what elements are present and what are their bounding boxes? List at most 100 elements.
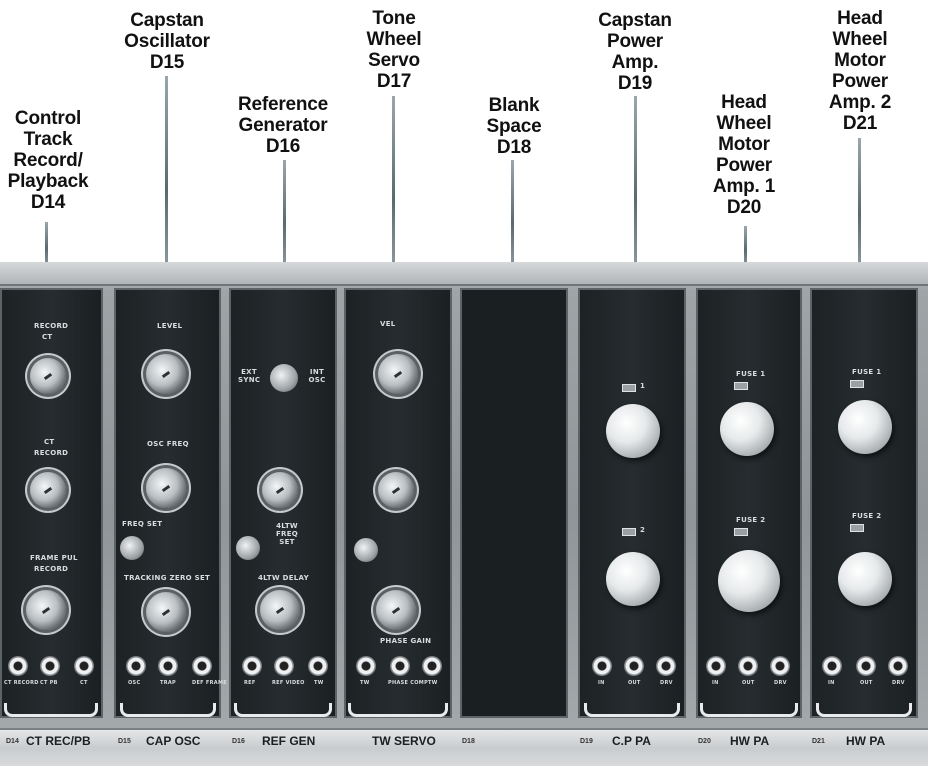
- test-jack-ref-video[interactable]: [274, 656, 294, 676]
- test-jack-in[interactable]: [822, 656, 842, 676]
- panel-label: FREQ SET: [122, 520, 163, 528]
- panel-label: CT: [42, 333, 53, 341]
- caption-line: Wheel: [716, 113, 772, 134]
- panel-label: FRAME PUL: [30, 554, 78, 562]
- jack-label: CT: [80, 680, 88, 686]
- frame-pulse-knob[interactable]: [26, 590, 66, 630]
- test-jack-drv[interactable]: [770, 656, 790, 676]
- caption-line: Record/: [13, 150, 83, 171]
- panel-handle[interactable]: [348, 703, 448, 717]
- caption-line: Reference: [237, 94, 329, 115]
- head-wheel-knob-2[interactable]: [718, 550, 780, 612]
- jack-label: DRV: [660, 680, 673, 686]
- panel-label: TRACKING ZERO SET: [124, 574, 211, 582]
- ct-record-knob[interactable]: [30, 472, 66, 508]
- fuse-lamp-1: [850, 380, 864, 388]
- test-jack-in[interactable]: [592, 656, 612, 676]
- jack-label: CT RECORD: [4, 680, 39, 686]
- test-jack-out[interactable]: [738, 656, 758, 676]
- rack-label-strip: [0, 728, 928, 766]
- tracking-zero-set-knob[interactable]: [146, 592, 186, 632]
- caption-line: Generator: [238, 115, 328, 136]
- slot-label: HW PA: [846, 734, 886, 748]
- panel-label: RECORD: [34, 565, 69, 573]
- caption-line: Motor: [718, 134, 770, 155]
- panel-handle[interactable]: [234, 703, 332, 717]
- fuse-lamp-1: [622, 384, 636, 392]
- test-jack-osc[interactable]: [126, 656, 146, 676]
- test-jack-in[interactable]: [706, 656, 726, 676]
- slot-number: D15: [118, 738, 131, 745]
- panel-handle[interactable]: [584, 703, 680, 717]
- capstan-gain-knob-2[interactable]: [606, 552, 660, 606]
- caption-line: D17: [376, 71, 412, 92]
- slot-label: TW SERVO: [372, 734, 436, 748]
- leader-line-d14: [45, 222, 48, 266]
- ref-freq-knob[interactable]: [262, 472, 298, 508]
- caption-line: Capstan: [598, 10, 672, 31]
- test-jack-tw[interactable]: [308, 656, 328, 676]
- jack-label: TRAP: [160, 680, 176, 686]
- head-wheel-knob-1[interactable]: [838, 400, 892, 454]
- leader-line-d20: [744, 226, 747, 266]
- test-jack-phase-comp[interactable]: [390, 656, 410, 676]
- head-wheel-knob-1[interactable]: [720, 402, 774, 456]
- caption-line: D21: [842, 113, 878, 134]
- capstan-gain-knob-1[interactable]: [606, 404, 660, 458]
- jack-label: TW: [428, 680, 438, 686]
- freq-set-adjust[interactable]: [120, 536, 144, 560]
- caption-line: Track: [23, 129, 73, 150]
- test-jack-ref[interactable]: [242, 656, 262, 676]
- panel-label: VEL: [380, 320, 396, 328]
- test-jack-trap[interactable]: [158, 656, 178, 676]
- velocity-knob[interactable]: [378, 354, 418, 394]
- jack-label: REF: [244, 680, 256, 686]
- slot-label: C.P PA: [612, 734, 651, 748]
- jack-label: IN: [598, 680, 605, 686]
- module-panel-d20: [696, 288, 802, 718]
- 4ltw-delay-knob[interactable]: [260, 590, 300, 630]
- test-jack-drv[interactable]: [888, 656, 908, 676]
- panel-handle[interactable]: [816, 703, 912, 717]
- osc-freq-knob[interactable]: [146, 468, 186, 508]
- ext-int-selector[interactable]: [270, 364, 298, 392]
- caption-line: D15: [149, 52, 185, 73]
- test-jack-drv[interactable]: [656, 656, 676, 676]
- caption-line: D16: [265, 136, 301, 157]
- leader-line-d15: [165, 76, 168, 266]
- panel-handle[interactable]: [700, 703, 798, 717]
- panel-label: 1: [640, 382, 646, 390]
- panel-label: FUSE 1: [736, 370, 766, 378]
- fuse-lamp-1: [734, 382, 748, 390]
- test-jack-out[interactable]: [856, 656, 876, 676]
- servo-adjust[interactable]: [354, 538, 378, 562]
- test-jack-out[interactable]: [624, 656, 644, 676]
- panel-label: 2: [640, 526, 646, 534]
- slot-number: D16: [232, 738, 245, 745]
- test-jack-ct-pb[interactable]: [40, 656, 60, 676]
- panel-label: FUSE 2: [736, 516, 766, 524]
- test-jack-tw-out[interactable]: [422, 656, 442, 676]
- freq-set-adjust[interactable]: [236, 536, 260, 560]
- level-knob[interactable]: [146, 354, 186, 394]
- panel-handle[interactable]: [4, 703, 98, 717]
- panel-label: INT OSC: [308, 368, 326, 384]
- record-level-knob[interactable]: [30, 358, 66, 394]
- test-jack-ct[interactable]: [74, 656, 94, 676]
- test-jack-ct-record[interactable]: [8, 656, 28, 676]
- slot-label: REF GEN: [262, 734, 316, 748]
- test-jack-def-frame[interactable]: [192, 656, 212, 676]
- panel-label: RECORD: [34, 322, 69, 330]
- caption-line: D19: [617, 73, 653, 94]
- caption-d17: Tone Wheel Servo D17: [354, 8, 434, 92]
- caption-line: Tone: [372, 8, 416, 29]
- test-jack-tw[interactable]: [356, 656, 376, 676]
- head-wheel-knob-2[interactable]: [838, 552, 892, 606]
- caption-line: Power: [606, 31, 664, 52]
- phase-gain-knob[interactable]: [376, 590, 416, 630]
- jack-label: IN: [828, 680, 835, 686]
- panel-handle[interactable]: [120, 703, 216, 717]
- tw-servo-knob[interactable]: [378, 472, 414, 508]
- module-panel-d21: [810, 288, 918, 718]
- caption-line: Space: [486, 116, 542, 137]
